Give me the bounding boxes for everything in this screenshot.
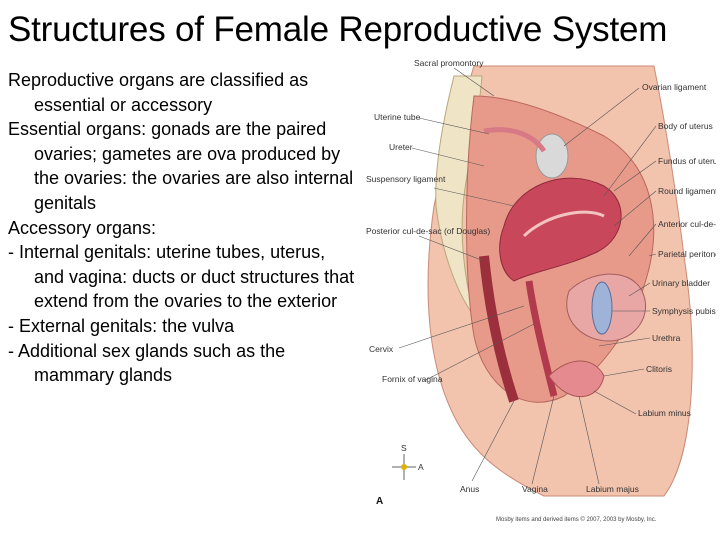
label-cervix: Cervix bbox=[369, 344, 394, 354]
paragraph-classification: Reproductive organs are classified as es… bbox=[8, 70, 309, 115]
label-body-of-uterus: Body of uterus bbox=[658, 121, 713, 131]
label-uterine-tube: Uterine tube bbox=[374, 112, 421, 122]
label-sacral-promontory: Sacral promontory bbox=[414, 58, 484, 68]
anatomy-figure: Sacral promontory Uterine tube Ureter Su… bbox=[364, 56, 720, 526]
label-urethra: Urethra bbox=[652, 333, 681, 343]
label-vagina: Vagina bbox=[522, 484, 548, 494]
labium bbox=[548, 360, 605, 398]
paragraph-accessory-organs: Accessory organs: bbox=[8, 217, 157, 238]
uterine-tube bbox=[483, 127, 547, 153]
label-anus: Anus bbox=[460, 484, 479, 494]
label-suspensory-ligament: Suspensory ligament bbox=[366, 174, 446, 184]
label-fundus-of-uterus: Fundus of uterus bbox=[658, 156, 716, 166]
slide-title: Structures of Female Reproductive System bbox=[8, 10, 668, 49]
label-ureter: Ureter bbox=[389, 142, 413, 152]
ovary bbox=[535, 133, 569, 179]
label-round-ligament: Round ligament bbox=[658, 186, 716, 196]
label-labium-minus: Labium minus bbox=[638, 408, 691, 418]
anatomy-illustration: Sacral promontory Uterine tube Ureter Su… bbox=[366, 58, 720, 523]
label-ovarian-ligament: Ovarian ligament bbox=[642, 82, 707, 92]
leader-lines bbox=[398, 67, 657, 485]
symphysis-pubis bbox=[591, 281, 613, 335]
paragraph-sex-glands: - Additional sex glands such as the mamm… bbox=[8, 340, 286, 386]
uterine-cavity bbox=[522, 210, 605, 238]
vagina bbox=[525, 280, 558, 397]
label-urinary-bladder: Urinary bladder bbox=[652, 278, 710, 288]
slide-body: Reproductive organs are classified as es… bbox=[8, 68, 358, 388]
label-fornix-of-vagina: Fornix of vagina bbox=[382, 374, 443, 384]
label-symphysis-pubis: Symphysis pubis bbox=[652, 306, 716, 316]
uterus bbox=[499, 177, 622, 282]
label-clitoris: Clitoris bbox=[646, 364, 672, 374]
label-anterior-cul-de-sac: Anterior cul-de-sac bbox=[658, 219, 716, 229]
rectum bbox=[479, 255, 519, 403]
compass-top-label: S bbox=[401, 443, 407, 453]
compass-icon: S A bbox=[392, 443, 424, 480]
label-posterior-cul-de-sac: Posterior cul-de-sac (of Douglas) bbox=[366, 226, 490, 236]
label-labium-majus: Labium majus bbox=[586, 484, 639, 494]
paragraph-essential-organs: Essential organs: gonads are the paired … bbox=[8, 119, 354, 213]
figure-credit: Mosby items and derived items © 2007, 20… bbox=[496, 516, 657, 523]
panel-letter: A bbox=[376, 496, 383, 507]
label-parietal-peritoneum: Parietal peritoneum bbox=[658, 249, 716, 259]
paragraph-internal-genitals: - Internal genitals: uterine tubes, uter… bbox=[8, 242, 355, 312]
paragraph-external-genitals: - External genitals: the vulva bbox=[8, 315, 235, 336]
compass-right-label: A bbox=[418, 462, 424, 472]
